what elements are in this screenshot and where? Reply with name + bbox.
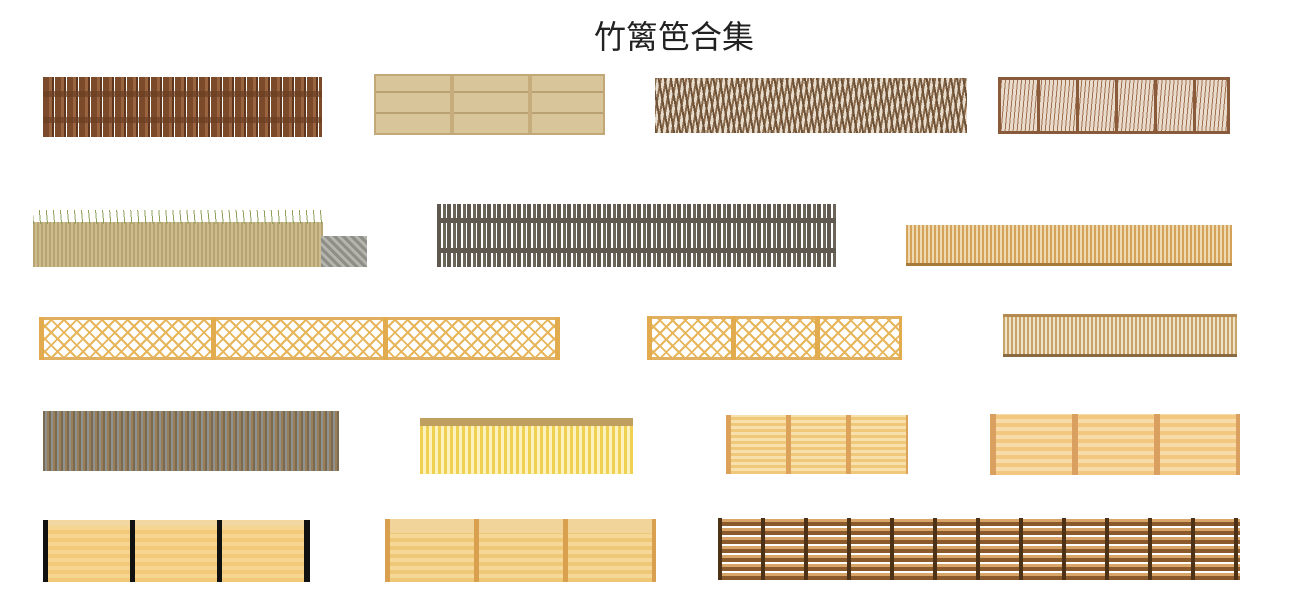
fence-framed-twig xyxy=(998,77,1230,134)
fence-bamboo-screen xyxy=(1003,314,1237,357)
fence-yellow-panel-large xyxy=(990,414,1240,475)
page-title: 竹篱笆合集 xyxy=(593,18,754,56)
fence-bamboo-strip xyxy=(906,225,1232,266)
fence-bamboo-stone xyxy=(43,411,339,471)
fence-woven-wood xyxy=(718,518,1240,580)
fence-dark-wood-pickets xyxy=(43,77,322,137)
fence-yellow-bamboo-thatch xyxy=(420,418,633,474)
fence-gray-pickets xyxy=(437,204,836,267)
fence-bamboo-lattice-short xyxy=(647,316,902,360)
fence-bamboo-lattice-top xyxy=(385,519,656,582)
fence-yellow-panel-small xyxy=(726,415,908,474)
fence-reed-grass xyxy=(33,210,323,267)
fence-twig xyxy=(655,78,967,133)
fence-beige-wood-panels xyxy=(374,74,605,135)
fence-bamboo-lattice-long xyxy=(39,317,560,360)
fence-black-post-bamboo xyxy=(43,520,310,582)
fence-stone-pillar xyxy=(321,236,367,267)
